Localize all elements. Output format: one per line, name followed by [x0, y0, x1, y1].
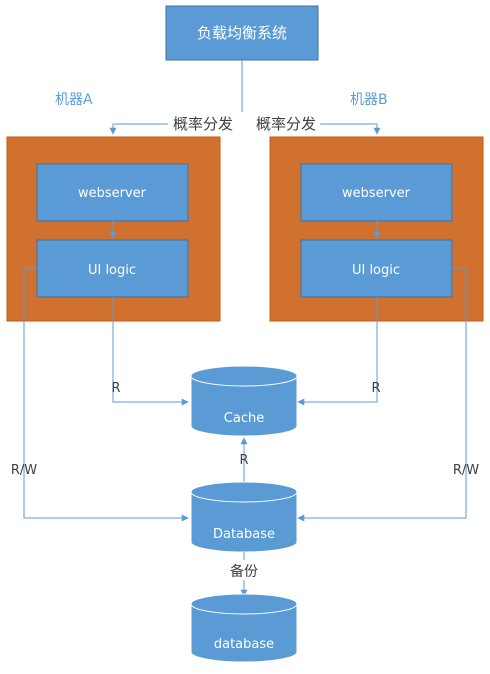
- b-to-db-line: [297, 267, 467, 522]
- machine-a-webserver-label: webserver: [78, 186, 147, 201]
- db-to-cache-label: R: [239, 453, 248, 468]
- a-to-db-label: R/W: [11, 463, 37, 478]
- machine-b-prob-label: 概率分发: [256, 115, 316, 133]
- backup-label-bg: [222, 560, 266, 580]
- load-balancer-label: 负载均衡系统: [197, 24, 287, 42]
- database-cylinder: [190, 481, 298, 553]
- machine-b-webserver-label: webserver: [342, 186, 411, 201]
- machine-b-label: 机器B: [350, 92, 388, 108]
- a-to-db-line: [23, 267, 189, 522]
- machine-a-label: 机器A: [55, 92, 93, 108]
- machine-b-webserver-box: [300, 163, 453, 222]
- load-balancer-box: [165, 5, 319, 61]
- db-to-backup-label: 备份: [230, 563, 258, 580]
- b-to-cache-line: [297, 297, 378, 406]
- prob-label-bg: [168, 112, 320, 134]
- backup-database-cylinder: [190, 593, 298, 663]
- machine-a-uilogic-label: UI logic: [88, 263, 136, 278]
- machine-b-uilogic-box: [300, 239, 453, 298]
- database-label: Database: [213, 527, 275, 542]
- b-to-cache-label: R: [371, 381, 380, 396]
- b-to-db-label: R/W: [453, 463, 479, 478]
- a-to-cache-label: R: [111, 381, 120, 396]
- a-to-cache-line: [112, 297, 189, 406]
- cache-label: Cache: [224, 411, 264, 426]
- machine-a-prob-label: 概率分发: [173, 115, 233, 133]
- cache-cylinder: [190, 365, 298, 437]
- backup-database-label: database: [214, 637, 274, 652]
- machine-b-uilogic-label: UI logic: [352, 263, 400, 278]
- machine-a-webserver-box: [36, 163, 189, 222]
